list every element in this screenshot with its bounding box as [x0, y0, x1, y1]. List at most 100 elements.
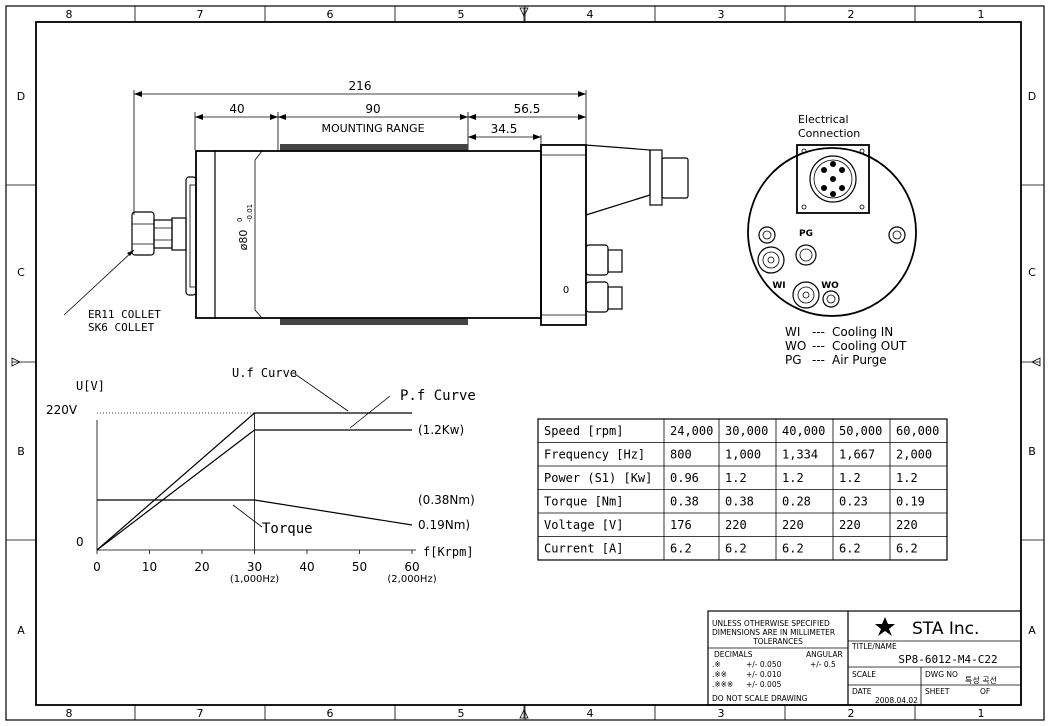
tol-value: +/- 0.050: [746, 660, 782, 669]
centering-marks: [11, 7, 1041, 719]
series-pf-curve: [96, 429, 412, 551]
chart-x-tick-label: 30: [247, 560, 262, 574]
tb-sheet-label: SHEET: [925, 687, 950, 696]
tb-tolerance-rows: .※+/- 0.050.※※+/- 0.010.※※※+/- 0.005: [712, 660, 782, 689]
chart-ylabel: U[V]: [76, 379, 105, 393]
spec-row-header: Frequency [Hz]: [544, 448, 645, 462]
tb-title-name-label: TITLE/NAME: [851, 642, 897, 651]
series-uf-curve: [96, 412, 412, 551]
spindle-side-view: 216 40 90 56.5 34.5 MOUNTING RANGE: [63, 79, 689, 334]
sta-logo: [875, 617, 895, 636]
tb-unless-line2: DIMENSIONS ARE IN MILLIMETER: [712, 628, 835, 637]
diameter-label: ø80: [237, 230, 250, 251]
diameter-tol-upper: 0: [236, 218, 244, 222]
zone-col-label: 3: [718, 8, 725, 21]
zone-col-label: 8: [66, 8, 73, 21]
port-label-wo: WO: [821, 281, 839, 291]
zone-row-label: D: [1028, 90, 1036, 103]
spec-cell: 800: [670, 448, 692, 462]
series-pf-end-label: (1.2Kw): [418, 423, 464, 437]
spec-cell: 30,000: [725, 424, 768, 438]
collet-label-sk6: SK6 COLLET: [88, 321, 155, 334]
zone-col-label: 5: [458, 707, 465, 720]
zone-col-label: 7: [197, 707, 204, 720]
spec-cell: 0.38: [725, 495, 754, 509]
tb-angular: ANGULAR: [806, 650, 843, 659]
spec-cell: 2,000: [896, 448, 932, 462]
mounting-band-bottom: [280, 318, 468, 325]
zone-col-label: 1: [978, 8, 985, 21]
spec-cell: 6.2: [839, 542, 861, 556]
chart-x-tick-label: 20: [194, 560, 209, 574]
spec-row-header: Voltage [V]: [544, 518, 623, 532]
title-block: UNLESS OTHERWISE SPECIFIED DIMENSIONS AR…: [707, 610, 1022, 706]
spec-cell: 220: [782, 518, 804, 532]
spec-cell: 40,000: [782, 424, 825, 438]
spec-cell: 1.2: [896, 471, 918, 485]
zone-col-label: 5: [458, 8, 465, 21]
tol-value: +/- 0.005: [746, 680, 782, 689]
zone-col-label: 4: [587, 8, 594, 21]
diameter-tol-lower: -0.01: [246, 204, 254, 222]
spec-cell: 6.2: [782, 542, 804, 556]
port-legend-code: WO: [785, 339, 806, 353]
chart-x-tick-label: 10: [142, 560, 157, 574]
spec-cell: 1,000: [725, 448, 761, 462]
series-torque-label-end: 0.19Nm): [418, 518, 470, 532]
chart-x-tick-label: 60: [404, 560, 419, 574]
dim-front-length: 40: [229, 102, 244, 116]
rear-cap-label: 0: [563, 285, 569, 296]
port-legend-dash: ---: [812, 353, 825, 367]
tb-of-label: OF: [980, 687, 990, 696]
zone-col-label: 2: [848, 8, 855, 21]
zone-row-label: B: [17, 445, 25, 458]
port-legend-dash: ---: [812, 339, 825, 353]
tb-decimals: DECIMALS: [714, 650, 753, 659]
chart-x-tick-label: 50: [352, 560, 367, 574]
dim-rear-inner-length: 34.5: [491, 122, 518, 136]
spec-cell: 176: [670, 518, 692, 532]
pf-leader: [349, 395, 391, 429]
port-legend-text: Cooling IN: [832, 325, 893, 339]
chart-x-tick-label: 0: [93, 560, 101, 574]
tb-date: 2008.04.02: [875, 696, 918, 705]
chart-x-sub-label: (1,000Hz): [230, 574, 279, 585]
spindle-end-view: Electrical Connection PG WI WO WI---Cool…: [747, 113, 917, 367]
spec-cell: 0.23: [839, 495, 868, 509]
chart-y-mark-label: 0: [76, 535, 84, 549]
spec-cell: 60,000: [896, 424, 939, 438]
zone-col-label: 2: [848, 707, 855, 720]
series-uf-name: U.f Curve: [232, 366, 297, 380]
tol-mark: .※※: [712, 670, 727, 679]
zone-col-label: 8: [66, 707, 73, 720]
spec-cell: 50,000: [839, 424, 882, 438]
spec-cell: 220: [839, 518, 861, 532]
zone-col-label: 1: [978, 707, 985, 720]
spec-row-header: Power (S1) [Kw]: [544, 471, 652, 485]
spec-row-header: Speed [rpm]: [544, 424, 623, 438]
spec-cell: 1.2: [782, 471, 804, 485]
zone-col-label: 6: [327, 8, 334, 21]
spec-cell: 0.96: [670, 471, 699, 485]
spec-cell: 6.2: [896, 542, 918, 556]
series-torque-label-start: (0.38Nm): [418, 493, 475, 507]
chart-xlabel: f[Krpm]: [423, 545, 474, 559]
tol-mark: .※※※: [712, 680, 733, 689]
part-number: SP8-6012-M4-C22: [898, 653, 997, 666]
spec-cell: 1,334: [782, 448, 818, 462]
zone-col-label: 6: [327, 707, 334, 720]
dim-mounting-length: 90: [365, 102, 380, 116]
chart-x-tick-label: 40: [299, 560, 314, 574]
spec-row-header: Current [A]: [544, 542, 623, 556]
tb-scale-label: SCALE: [852, 670, 876, 679]
spec-cell: 0.19: [896, 495, 925, 509]
spec-cell: 6.2: [670, 542, 692, 556]
port-legend-code: PG: [785, 353, 802, 367]
spec-cell: 220: [725, 518, 747, 532]
tb-dwg-no-label: DWG NO: [925, 670, 958, 679]
spec-cell: 1.2: [839, 471, 861, 485]
